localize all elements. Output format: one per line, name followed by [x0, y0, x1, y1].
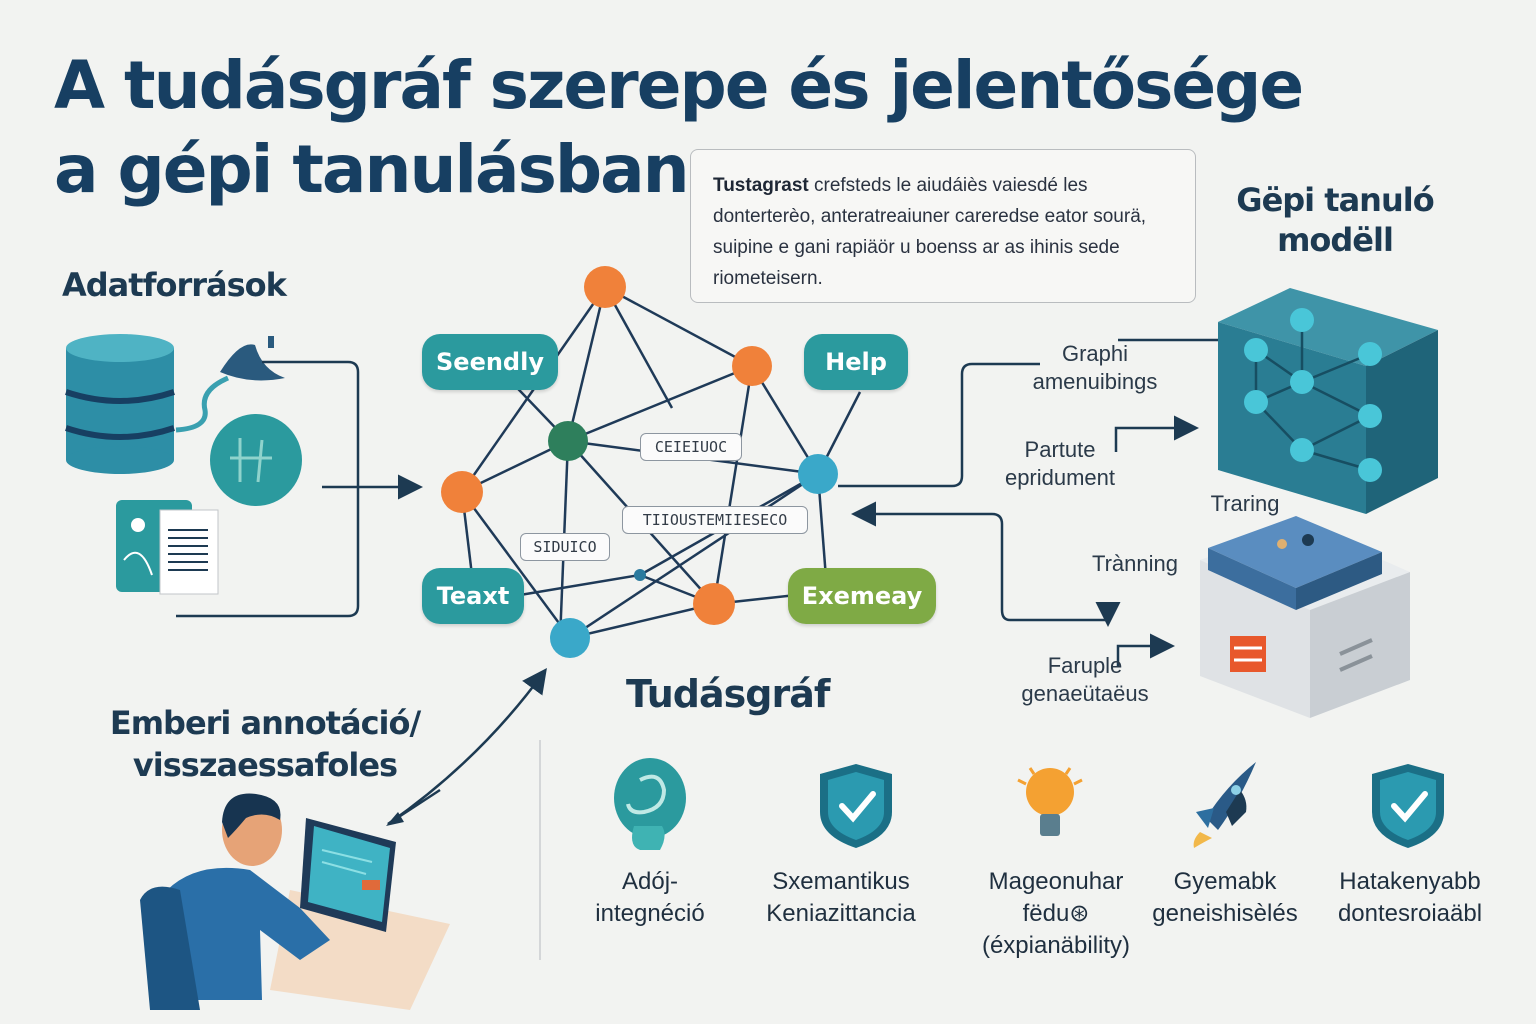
- flow-label-line: epridument: [1004, 465, 1116, 490]
- benefit-line: fëdu⊛: [1022, 900, 1090, 927]
- graph-edge-tag: SIDUICO: [520, 533, 610, 561]
- sources-heading: Adatforrások: [62, 266, 287, 304]
- intro-bold-word: Tustagrast: [713, 175, 809, 196]
- benefit-data-integration: Adój- integnéció: [560, 866, 740, 930]
- benefit-line: dontesroiaäbl: [1337, 900, 1483, 927]
- database-icon: [65, 334, 175, 474]
- human-heading: Emberi annotáció/ visszaessafoles: [100, 702, 430, 786]
- graph-node: [634, 569, 646, 581]
- graph-edge-tag: CEIEIUOC: [640, 433, 742, 461]
- person-at-computer-illustration: [140, 793, 450, 1010]
- graph-nodes: [441, 266, 838, 658]
- graph-pill-help: Help: [804, 334, 908, 390]
- benefit-explainability: Mageonuhar fëdu⊛ (éxpianäbility): [956, 866, 1156, 962]
- human-heading-line-1: Emberi annotáció/: [109, 704, 421, 742]
- model-heading: Gëpi tanuló modëll: [1220, 180, 1450, 260]
- shield-check-icon: [820, 764, 892, 848]
- flow-label-line: Partute: [1024, 437, 1096, 462]
- model-heading-line-1: Gëpi tanuló: [1236, 181, 1434, 219]
- graph-pill-teaxt: Teaxt: [422, 568, 524, 624]
- flow-label-tranning: Trànning: [1091, 551, 1178, 576]
- cloud-plug-icon: [175, 336, 285, 433]
- graph-node: [798, 454, 838, 494]
- shield-check-icon: [1372, 764, 1444, 848]
- brain-icon: [614, 758, 686, 850]
- benefit-line: geneishisèlés: [1152, 900, 1298, 927]
- flow-label-traring: Traring: [1210, 491, 1280, 516]
- benefit-line: integnéció: [595, 900, 705, 927]
- document-icon: [116, 500, 219, 595]
- benefit-line: Keniazittancia: [766, 900, 916, 927]
- benefit-line: Gyemabk: [1173, 868, 1277, 895]
- graph-pill-seendly: Seendly: [422, 334, 558, 390]
- benefit-line: Sxemantikus: [772, 868, 910, 895]
- title-line-2: a gépi tanulásban: [54, 131, 690, 208]
- benefit-line: Mageonuhar: [988, 868, 1124, 895]
- graph-node: [693, 583, 735, 625]
- graph-pill-exemeay: Exemeay: [788, 568, 936, 624]
- flow-label-line: Faruple: [1047, 653, 1123, 678]
- flow-label-line: genaeütaëus: [1021, 681, 1149, 706]
- rocket-icon: [1193, 762, 1256, 848]
- graph-edge-tag: TIIOUSTEMIIESECO: [622, 506, 808, 534]
- spreadsheet-circle-icon: [210, 414, 302, 506]
- graph-node: [548, 421, 588, 461]
- graph-node: [584, 266, 626, 308]
- flow-label-line: amenuibings: [1032, 369, 1158, 394]
- benefit-effective-decisions: Hatakenyabb dontesroiaäbl: [1320, 866, 1500, 930]
- page-title: A tudásgráf szerepe és jelentősége a gép…: [54, 44, 1304, 212]
- benefit-semantic-consistency: Sxemantikus Keniazittancia: [746, 866, 936, 930]
- flow-label-faruple: Faruple genaeütaëus: [1000, 652, 1170, 708]
- model-cube-icon: [1218, 288, 1438, 514]
- graph-node: [550, 618, 590, 658]
- human-heading-line-2: visszaessafoles: [132, 746, 398, 784]
- intro-text: crefsteds le aiudáiès vaiesdé les donter…: [713, 175, 1147, 289]
- flow-label-line: Graphi: [1061, 341, 1129, 366]
- intro-textbox: Tustagrast crefsteds le aiudáiès vaiesdé…: [690, 149, 1196, 303]
- flow-label-partute: Partute epridument: [980, 436, 1140, 492]
- lightbulb-icon: [1017, 767, 1083, 836]
- graph-heading: Tudásgráf: [626, 672, 830, 716]
- flow-label-graphi: Graphi amenuibings: [1010, 340, 1180, 396]
- graph-node: [732, 346, 772, 386]
- graph-node: [441, 471, 483, 513]
- benefit-line: (éxpianäbility): [981, 932, 1131, 959]
- benefit-faster-generalization: Gyemabk geneishisèlés: [1140, 866, 1310, 930]
- benefit-line: Hatakenyabb: [1339, 868, 1481, 895]
- benefit-line: Adój-: [621, 868, 679, 895]
- title-line-1: A tudásgráf szerepe és jelentősége: [54, 47, 1304, 124]
- training-machine-icon: [1200, 516, 1410, 718]
- model-heading-line-2: modëll: [1277, 221, 1394, 259]
